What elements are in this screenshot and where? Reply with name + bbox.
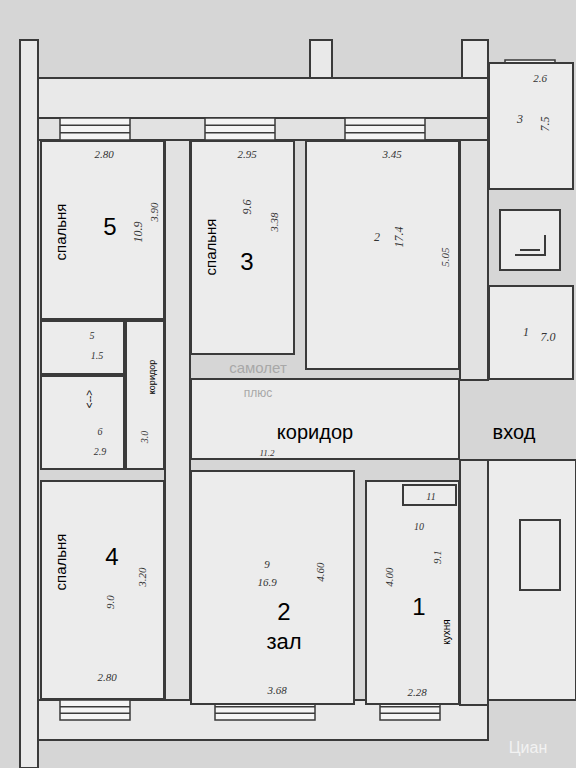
outer-wall [20,40,38,768]
toilet: 51.5 [40,320,125,375]
window-pane [60,713,130,715]
dimension: 9 [264,559,270,570]
shaft [500,210,560,270]
window-pane [345,132,425,134]
bottom-wall [38,700,488,740]
entrance-label: вход [493,422,536,442]
corridor: коридор11.2 [190,378,460,460]
dimension: 3.0 [140,431,150,444]
dimension: 2.6 [533,73,547,84]
dimension: 1 [523,326,529,338]
window [205,118,275,140]
dimension: 5.05 [440,247,451,266]
dimension: 9.1 [432,550,443,564]
room-label: зал [266,631,301,653]
window-pane [60,125,130,127]
dimension: 3.20 [137,567,148,586]
room-label: коридор [277,422,353,442]
dimension: 7.0 [541,331,556,343]
dimension: 3.68 [267,685,286,696]
room-label: коридор [148,360,157,394]
dimension: 5 [90,331,95,341]
dimension: 2.9 [94,447,107,457]
hall: 9 16.9 4.60 2 зал 3.68 [190,470,355,705]
dimension: 3 [517,113,523,125]
dimension: 17.4 [393,227,405,248]
window-pane [380,706,440,708]
room-label: спальня [53,204,68,261]
dimension: 10 [414,522,424,532]
dimension: 3.90 [149,202,160,221]
window-pane [215,706,315,708]
wall [165,140,190,705]
bathroom: <--> 6 2.9 [40,375,125,470]
window-pane [205,132,275,134]
kitchen: 10 9.1 4.00 1 кухня 2.28 11 [365,480,460,705]
window-pane [345,125,425,127]
closet: 11 [402,484,457,506]
room-label: спальня [53,534,68,591]
room-label: 4 [105,545,118,569]
dimension: 9.0 [105,595,116,609]
room-label: <--> [85,390,95,408]
room-label: 2 [277,600,290,624]
window-pane [205,125,275,127]
neighbour-wall [520,520,560,590]
window-pane [215,713,315,715]
window [60,118,130,140]
dimension: 2.80 [94,149,113,160]
dimension: 3.45 [382,149,401,160]
room-label: кухня [442,619,452,644]
window [60,700,130,720]
dimension: 4.60 [315,562,326,581]
bedroom: 2.80 спальня 5 10.9 3.90 [40,140,165,320]
watermark: Циан [509,740,548,756]
wall-pier [462,40,488,78]
window-pane [60,132,130,134]
dimension: 1.5 [91,351,104,361]
fixture [515,235,545,255]
dimension: 11 [426,492,435,502]
top-wall [38,78,488,118]
room-label: спальня [203,219,218,276]
neighbour-room [488,460,576,700]
wall [460,460,488,705]
dimension: 3.38 [269,212,280,231]
bedroom: спальня 4 9.0 3.20 2.80 [40,480,165,700]
neighbour-room: 17.0 [488,285,574,380]
watermark: плюс [244,387,273,399]
room-label: 1 [412,595,425,619]
dimension: 2.28 [407,687,426,698]
window-pane [380,713,440,715]
dimension: 11.2 [259,449,274,458]
watermark: самолет [229,360,287,375]
dimension: 6 [98,427,103,437]
living-room: 3.45 2 17.4 5.05 [305,140,460,370]
dimension: 10.9 [132,222,144,243]
dimension: 4.00 [384,567,395,586]
wall [38,118,488,140]
wall [460,140,488,380]
dimension: 2 [374,231,380,243]
room-label: 5 [103,215,116,239]
bedroom: 2.95 спальня 3 9.6 3.38 [190,140,295,355]
wall-pier [310,40,332,78]
room-label: 3 [240,250,253,274]
dimension: 16.9 [257,577,276,588]
dimension: 9.6 [241,200,253,215]
window-pane [60,706,130,708]
neighbour-room: 2.6 3 7.5 [488,62,574,190]
dimension: 2.80 [97,672,116,683]
window [345,118,425,140]
dimension: 7.5 [539,117,551,132]
dimension: 2.95 [237,149,256,160]
corridor: коридор 3.0 [125,320,165,470]
